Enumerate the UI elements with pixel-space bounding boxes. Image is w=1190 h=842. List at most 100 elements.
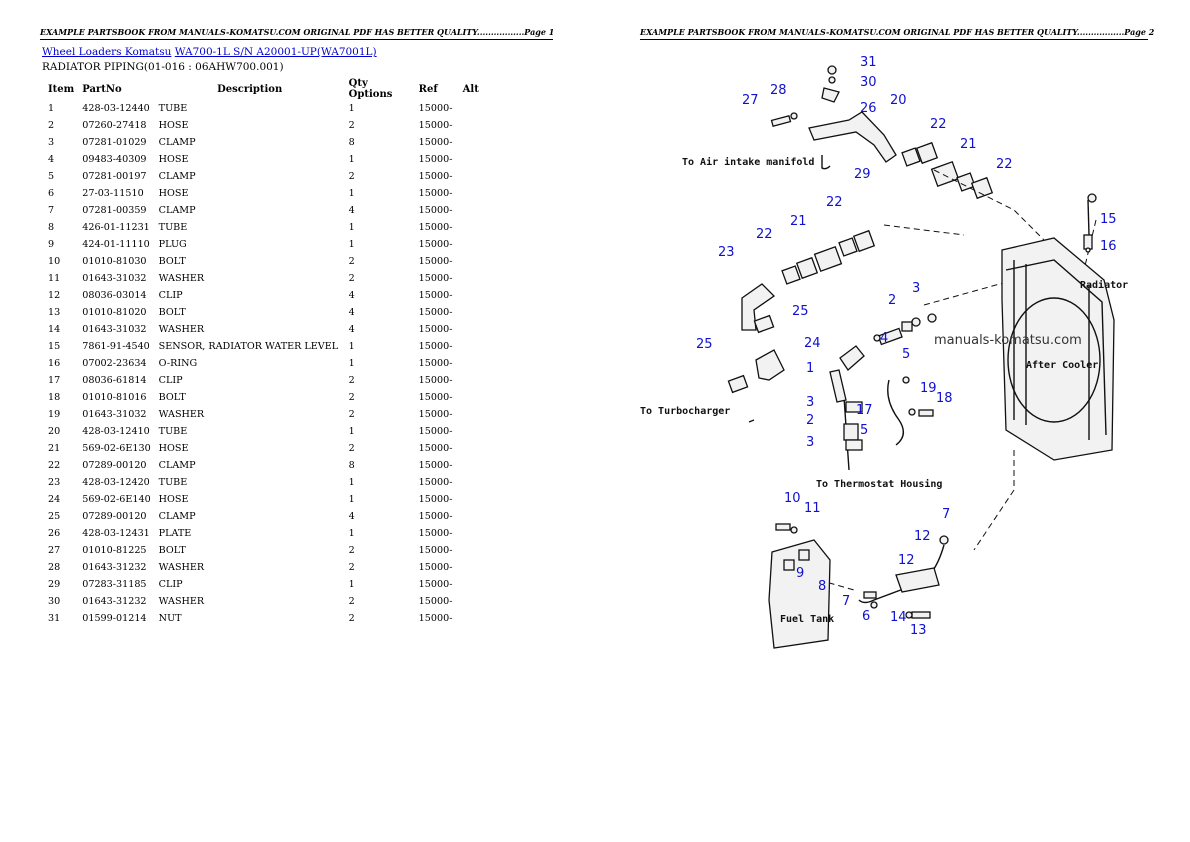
callout-label: 31 — [860, 55, 877, 70]
cell-ref: 15000- — [418, 494, 453, 505]
cell-item: 2 — [48, 120, 55, 131]
cell-alt — [459, 440, 487, 457]
callout-label: 29 — [854, 167, 871, 182]
cell-item: 15 — [48, 341, 61, 352]
cell-alt — [459, 423, 487, 440]
callout-label: 22 — [930, 117, 947, 132]
cell-ref: 15000- — [418, 273, 453, 284]
cell-alt — [459, 100, 487, 117]
cell-alt — [459, 559, 487, 576]
cell-ref: 15000- — [418, 375, 453, 386]
cell-description: HOSE — [158, 443, 189, 454]
callout-label: 21 — [790, 214, 807, 229]
callout-label: 3 — [912, 281, 920, 296]
cell-item: 11 — [48, 273, 61, 284]
cell-alt — [459, 525, 487, 542]
cell-ref: 15000- — [418, 171, 453, 182]
cell-ref: 15000- — [418, 409, 453, 420]
cell-item: 24 — [48, 494, 61, 505]
cell-ref: 15000- — [418, 103, 453, 114]
cell-item: 30 — [48, 596, 61, 607]
cell-alt — [459, 355, 487, 372]
cell-alt — [459, 168, 487, 185]
cell-item: 8 — [48, 222, 55, 233]
col-header-alt: Alt — [462, 83, 479, 95]
cell-description: HOSE — [158, 154, 189, 165]
cell-item: 13 — [48, 307, 61, 318]
parts-diagram: To Air intake manifold Radiator To Turbo… — [640, 55, 1128, 649]
col-header-ref: Ref — [418, 83, 438, 95]
cell-description: BOLT — [158, 545, 186, 556]
air-pipe-lower — [727, 229, 876, 423]
cell-item: 4 — [48, 154, 55, 165]
cell-qty: 1 — [348, 239, 355, 250]
callout-label: 30 — [860, 75, 877, 90]
callout-label: 3 — [806, 395, 814, 410]
callout-label: 15 — [1100, 212, 1117, 227]
cell-partno: 01010-81225 — [82, 545, 147, 556]
cell-description: HOSE — [158, 188, 189, 199]
cell-partno: 01010-81016 — [82, 392, 147, 403]
cell-ref: 15000- — [418, 545, 453, 556]
cell-ref: 15000- — [418, 324, 453, 335]
page-header-right: EXAMPLE PARTSBOOK FROM MANUALS-KOMATSU.C… — [640, 27, 1154, 40]
cell-qty: 2 — [348, 171, 355, 182]
callout-label: 19 — [920, 381, 937, 396]
cell-item: 10 — [48, 256, 61, 267]
callout-label: 6 — [862, 609, 870, 624]
cell-item: 12 — [48, 290, 61, 301]
callout-label: 22 — [826, 195, 843, 210]
cell-qty: 2 — [348, 375, 355, 386]
cell-description: TUBE — [158, 426, 188, 437]
cell-description: PLATE — [158, 528, 192, 539]
cell-qty: 8 — [348, 137, 355, 148]
callout-label: 28 — [770, 83, 787, 98]
cell-qty: 2 — [348, 256, 355, 267]
cell-partno: 01010-81030 — [82, 256, 147, 267]
cell-partno: 01643-31032 — [82, 273, 147, 284]
cell-ref: 15000- — [418, 426, 453, 437]
cell-alt — [459, 389, 487, 406]
breadcrumb-model-link[interactable]: WA700-1L S/N A20001-UP(WA7001L) — [174, 46, 377, 58]
cell-partno: 07283-31185 — [82, 579, 147, 590]
fuel-tank — [768, 539, 831, 649]
cell-ref: 15000- — [418, 562, 453, 573]
cell-ref: 15000- — [418, 613, 453, 624]
cell-item: 23 — [48, 477, 61, 488]
breadcrumb-category-link[interactable]: Wheel Loaders Komatsu — [42, 46, 172, 58]
cell-partno: 09483-40309 — [82, 154, 147, 165]
cell-partno: 08036-03014 — [82, 290, 147, 301]
cell-item: 9 — [48, 239, 55, 250]
cell-description: CLAMP — [158, 137, 196, 148]
cell-qty: 1 — [348, 528, 355, 539]
cell-alt — [459, 338, 487, 355]
cell-alt — [459, 270, 487, 287]
cell-partno: 424-01-11110 — [82, 239, 150, 250]
cell-description: CLIP — [158, 579, 183, 590]
cell-description: TUBE — [158, 103, 188, 114]
cell-item: 28 — [48, 562, 61, 573]
cell-ref: 15000- — [418, 460, 453, 471]
cell-qty: 4 — [348, 324, 355, 335]
callout-label: 22 — [756, 227, 773, 242]
cell-partno: 01643-31032 — [82, 409, 147, 420]
note-thermostat: To Thermostat Housing — [816, 478, 942, 490]
cell-alt — [459, 610, 487, 627]
cell-qty: 1 — [348, 154, 355, 165]
cell-partno: 07289-00120 — [82, 511, 147, 522]
cell-description: WASHER — [158, 562, 205, 573]
cell-qty: 1 — [348, 426, 355, 437]
